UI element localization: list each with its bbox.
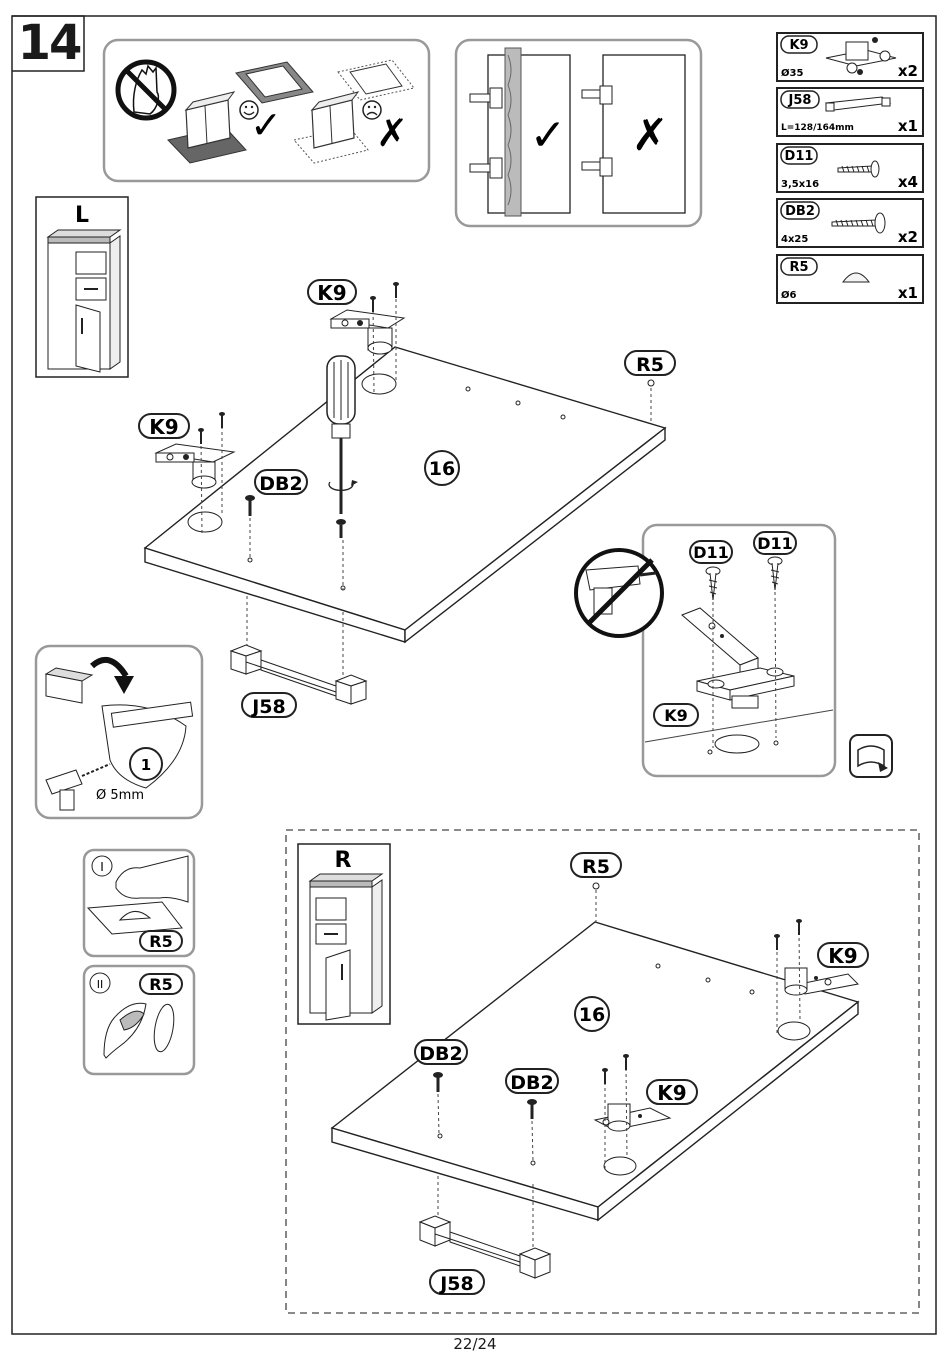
label-j58: J58	[250, 696, 286, 718]
page-number: 22/24	[0, 1335, 950, 1353]
screw-icon	[832, 213, 885, 233]
no-hands-icon	[118, 62, 174, 118]
svg-text:L: L	[75, 203, 89, 228]
label-k9: K9	[317, 281, 346, 305]
drill-icon	[46, 764, 110, 810]
label-db2: DB2	[510, 1072, 553, 1094]
parts-list: K9 Ø35 x2 J58 L=128/164mm x1	[777, 33, 923, 303]
label-j58: J58	[438, 1273, 474, 1295]
part-d11: D11 3,5x16 x4	[777, 144, 923, 192]
hinge-icon	[682, 608, 794, 708]
drill-diameter: Ø 5mm	[96, 788, 144, 803]
label-db2: DB2	[259, 473, 302, 495]
part-k9: K9 Ø35 x2	[777, 33, 923, 81]
no-power-drill-icon	[576, 550, 662, 636]
label-d11: D11	[757, 534, 793, 553]
hinge-icon	[785, 968, 858, 995]
label-db2: DB2	[419, 1043, 462, 1065]
part-db2: DB2 4x25 x2	[777, 199, 923, 247]
bumper-step-1: I R5	[84, 850, 194, 956]
step-number: 14	[14, 16, 84, 71]
screw-icon	[774, 919, 802, 950]
part-r5: R5 Ø6 x1	[777, 255, 923, 303]
screw-icon	[336, 519, 346, 525]
assembly-right: R5 16 K9	[332, 853, 868, 1295]
part-j58: J58 L=128/164mm x1	[777, 88, 923, 136]
svg-text:3,5x16: 3,5x16	[781, 179, 819, 190]
label-k9: K9	[657, 1081, 686, 1105]
good-mark: ✓	[250, 103, 282, 147]
good-mark: ✓	[530, 110, 567, 161]
svg-text:DB2: DB2	[785, 204, 815, 219]
tip-floor-protection: ✓ ✗	[104, 40, 429, 181]
bumper-step-2: II R5	[84, 966, 194, 1074]
handle-icon	[420, 1216, 550, 1278]
label-r5: R5	[149, 975, 172, 994]
label-r5: R5	[149, 932, 172, 951]
svg-text:II: II	[97, 978, 104, 991]
svg-text:D11: D11	[785, 149, 814, 164]
hinge-detail: D11 D11 K9	[643, 525, 835, 776]
svg-text:J58: J58	[788, 93, 812, 108]
svg-text:4x25: 4x25	[781, 234, 808, 245]
svg-text:x4: x4	[898, 173, 918, 191]
svg-text:R: R	[335, 848, 352, 873]
svg-text:K9: K9	[789, 38, 808, 53]
arrow-icon	[114, 676, 134, 694]
bad-mark: ✗	[632, 110, 669, 161]
svg-text:Ø35: Ø35	[781, 67, 803, 79]
hinge-icon	[331, 310, 404, 354]
cabinet-left-icon: L	[36, 197, 128, 377]
svg-text:x2: x2	[898, 228, 918, 246]
label-r5: R5	[582, 856, 610, 878]
svg-text:x1: x1	[898, 284, 918, 302]
drill-step-marker: 1	[141, 756, 151, 774]
panel-number: 16	[579, 1004, 605, 1026]
label-r5: R5	[636, 354, 664, 376]
label-k9: K9	[664, 706, 688, 725]
bumper-icon	[843, 273, 869, 282]
tip-hinge-orientation: ✓ ✗	[456, 40, 701, 226]
screw-icon	[198, 412, 225, 444]
label-k9: K9	[149, 415, 178, 439]
svg-text:L=128/164mm: L=128/164mm	[781, 123, 854, 133]
label-d11: D11	[693, 543, 729, 562]
assembly-left: K9 K9 DB2	[139, 280, 675, 718]
label-k9: K9	[828, 944, 857, 968]
hinge-icon	[826, 37, 896, 75]
screw-icon	[838, 161, 879, 177]
drill-detail: 1 Ø 5mm	[36, 646, 202, 818]
cabinet-right-icon: R	[298, 844, 390, 1024]
svg-text:R5: R5	[789, 260, 808, 275]
svg-text:Ø6: Ø6	[781, 289, 797, 301]
bad-mark: ✗	[376, 111, 408, 155]
handle-icon	[826, 97, 890, 111]
screw-icon	[370, 282, 399, 312]
panel-number: 16	[429, 458, 455, 480]
svg-text:x2: x2	[898, 62, 918, 80]
svg-text:x1: x1	[898, 117, 918, 135]
turn-over-icon	[850, 735, 892, 777]
svg-text:I: I	[100, 860, 104, 874]
